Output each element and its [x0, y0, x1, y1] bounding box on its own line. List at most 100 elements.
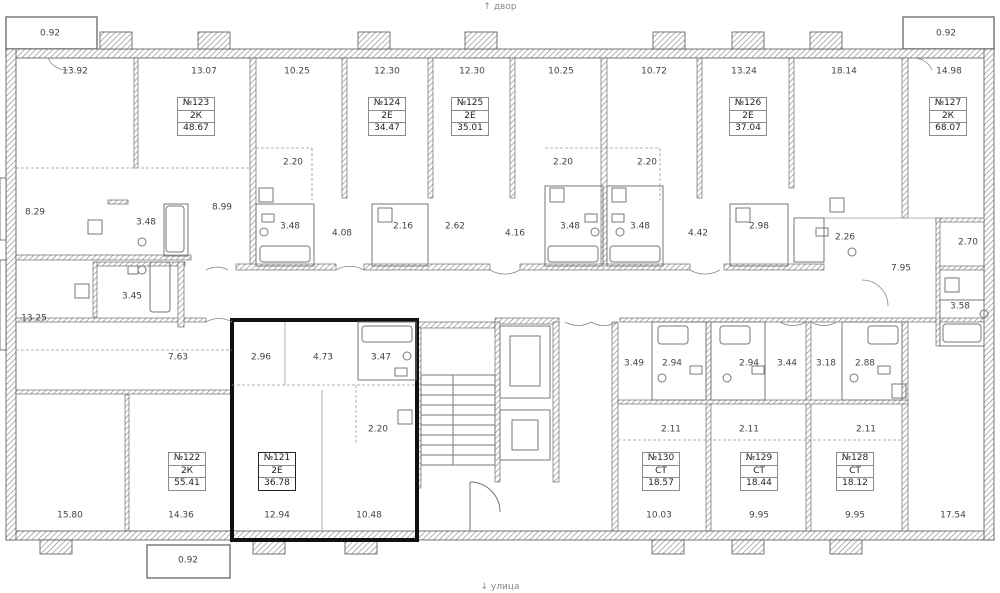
- room-area-label: 2.98: [748, 221, 770, 232]
- apartment-area: 34.47: [374, 123, 400, 133]
- apartment-type: 2К: [178, 111, 214, 123]
- room-area-label: 0.92: [39, 28, 61, 39]
- apartment-area: 68.07: [935, 123, 961, 133]
- room-area-label: 2.94: [738, 358, 760, 369]
- room-area-label: 2.96: [250, 352, 272, 363]
- room-area-label: 2.16: [392, 221, 414, 232]
- apartment-126[interactable]: №126 2Е 37.04: [729, 97, 767, 136]
- apartment-type: 2Е: [369, 111, 405, 123]
- apartment-type: 2Е: [452, 111, 488, 123]
- apartment-area: 18.12: [842, 478, 868, 488]
- room-area-label: 12.30: [374, 66, 400, 77]
- outer-walls: [0, 31, 995, 555]
- room-area-label: 8.29: [24, 207, 46, 218]
- apartment-area: 37.04: [735, 123, 761, 133]
- apartment-number: №126: [730, 98, 766, 111]
- room-area-label: 14.98: [936, 66, 962, 77]
- stair-core: [420, 325, 551, 531]
- room-area-label: 2.11: [738, 424, 760, 435]
- room-area-label: 14.36: [168, 510, 194, 521]
- apartment-130[interactable]: №130 СТ 18.57: [642, 452, 680, 491]
- room-area-label: 3.58: [949, 301, 971, 312]
- apartment-number: №130: [643, 453, 679, 466]
- room-lines: [16, 147, 984, 531]
- room-area-label: 9.95: [748, 510, 770, 521]
- room-area-label: 3.47: [370, 352, 392, 363]
- room-area-label: 13.07: [191, 66, 217, 77]
- room-area-label: 8.99: [211, 202, 233, 213]
- room-area-label: 7.63: [167, 352, 189, 363]
- apartment-area: 18.57: [648, 478, 674, 488]
- apartment-number: №122: [169, 453, 205, 466]
- room-area-label: 3.48: [629, 221, 651, 232]
- room-area-label: 2.20: [552, 157, 574, 168]
- balconies: [5, 16, 995, 579]
- apartment-area: 18.44: [746, 478, 772, 488]
- room-area-label: 7.95: [890, 263, 912, 274]
- room-area-label: 2.20: [282, 157, 304, 168]
- room-area-label: 3.48: [279, 221, 301, 232]
- room-area-label: 10.03: [646, 510, 672, 521]
- apartment-type: СТ: [643, 466, 679, 478]
- apartment-area: 36.78: [264, 478, 290, 488]
- apartment-number: №124: [369, 98, 405, 111]
- room-area-label: 12.94: [264, 510, 290, 521]
- room-area-label: 2.11: [855, 424, 877, 435]
- room-area-label: 3.49: [623, 358, 645, 369]
- room-area-label: 10.25: [548, 66, 574, 77]
- apartment-area: 35.01: [457, 123, 483, 133]
- room-area-label: 10.72: [641, 66, 667, 77]
- room-area-label: 2.88: [854, 358, 876, 369]
- apartment-number: №121: [259, 453, 295, 466]
- room-area-label: 2.11: [660, 424, 682, 435]
- apartment-type: 2К: [169, 466, 205, 478]
- apartment-125[interactable]: №125 2Е 35.01: [451, 97, 489, 136]
- room-area-label: 3.48: [559, 221, 581, 232]
- room-area-label: 2.26: [834, 232, 856, 243]
- room-area-label: 3.44: [776, 358, 798, 369]
- apartment-type: 2Е: [259, 466, 295, 478]
- room-area-label: 3.45: [121, 291, 143, 302]
- apartment-number: №129: [741, 453, 777, 466]
- apartment-128[interactable]: №128 СТ 18.12: [836, 452, 874, 491]
- apartment-122[interactable]: №122 2К 55.41: [168, 452, 206, 491]
- room-area-label: 2.94: [661, 358, 683, 369]
- room-area-label: 15.80: [57, 510, 83, 521]
- room-area-label: 0.92: [177, 555, 199, 566]
- room-area-label: 13.25: [21, 313, 47, 324]
- room-area-label: 2.62: [444, 221, 466, 232]
- room-area-label: 4.16: [504, 228, 526, 239]
- apartment-type: 2К: [930, 111, 966, 123]
- room-area-label: 10.48: [356, 510, 382, 521]
- room-area-label: 13.24: [731, 66, 757, 77]
- room-area-label: 17.54: [940, 510, 966, 521]
- apartment-type: СТ: [741, 466, 777, 478]
- room-area-label: 4.08: [331, 228, 353, 239]
- apartment-123[interactable]: №123 2К 48.67: [177, 97, 215, 136]
- bathrooms: [74, 185, 989, 425]
- orientation-bottom: ↓ улица: [480, 582, 520, 592]
- room-area-label: 2.20: [636, 157, 658, 168]
- selected-apartment-outline: [230, 318, 419, 542]
- apartment-number: №128: [837, 453, 873, 466]
- room-area-label: 3.48: [135, 217, 157, 228]
- apartment-type: СТ: [837, 466, 873, 478]
- apartment-type: 2Е: [730, 111, 766, 123]
- apartment-129[interactable]: №129 СТ 18.44: [740, 452, 778, 491]
- apartment-121[interactable]: №121 2Е 36.78: [258, 452, 296, 491]
- apartment-area: 55.41: [174, 478, 200, 488]
- apartment-number: №123: [178, 98, 214, 111]
- balcony-bottom: [146, 544, 231, 579]
- room-area-label: 4.73: [312, 352, 334, 363]
- room-area-label: 13.92: [62, 66, 88, 77]
- room-area-label: 2.20: [367, 424, 389, 435]
- apartment-number: №125: [452, 98, 488, 111]
- orientation-top: ↑ двор: [483, 2, 517, 12]
- apartment-127[interactable]: №127 2К 68.07: [929, 97, 967, 136]
- room-area-label: 12.30: [459, 66, 485, 77]
- apartment-124[interactable]: №124 2Е 34.47: [368, 97, 406, 136]
- room-area-label: 10.25: [284, 66, 310, 77]
- doors: [47, 57, 933, 326]
- apartment-area: 48.67: [183, 123, 209, 133]
